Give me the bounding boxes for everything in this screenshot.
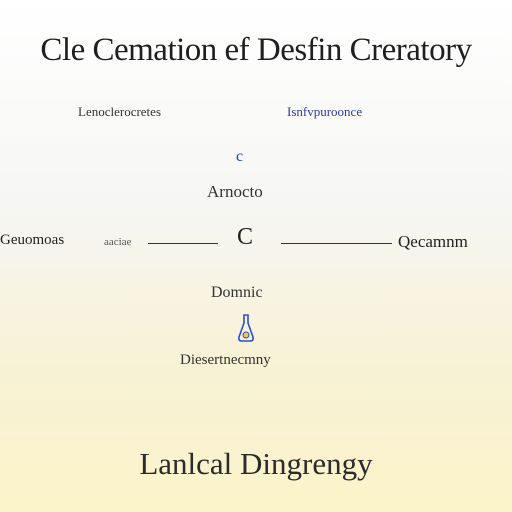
label-right: Qecamnm <box>398 232 468 251</box>
label-bottom-1: Domnic <box>211 284 263 301</box>
flask-icon <box>238 314 254 342</box>
connector-right <box>281 243 392 244</box>
node-top-c: c <box>236 148 244 165</box>
label-left: Geuomoas <box>0 232 65 248</box>
label-left-small: aaciae <box>104 236 132 248</box>
node-center-c: C <box>237 224 254 250</box>
label-top-right: Isnfvpuroonce <box>287 104 363 119</box>
label-mid: Arnocto <box>207 182 263 201</box>
footer-caption: Lanlcal Dingrengy <box>139 446 373 481</box>
diagram-title: Cle Cemation ef Desfin Creratory <box>40 32 472 68</box>
label-top-left: Lenoclerocretes <box>78 104 162 119</box>
label-bottom-2: Diesertnecmny <box>180 352 271 368</box>
connector-left <box>148 243 218 244</box>
